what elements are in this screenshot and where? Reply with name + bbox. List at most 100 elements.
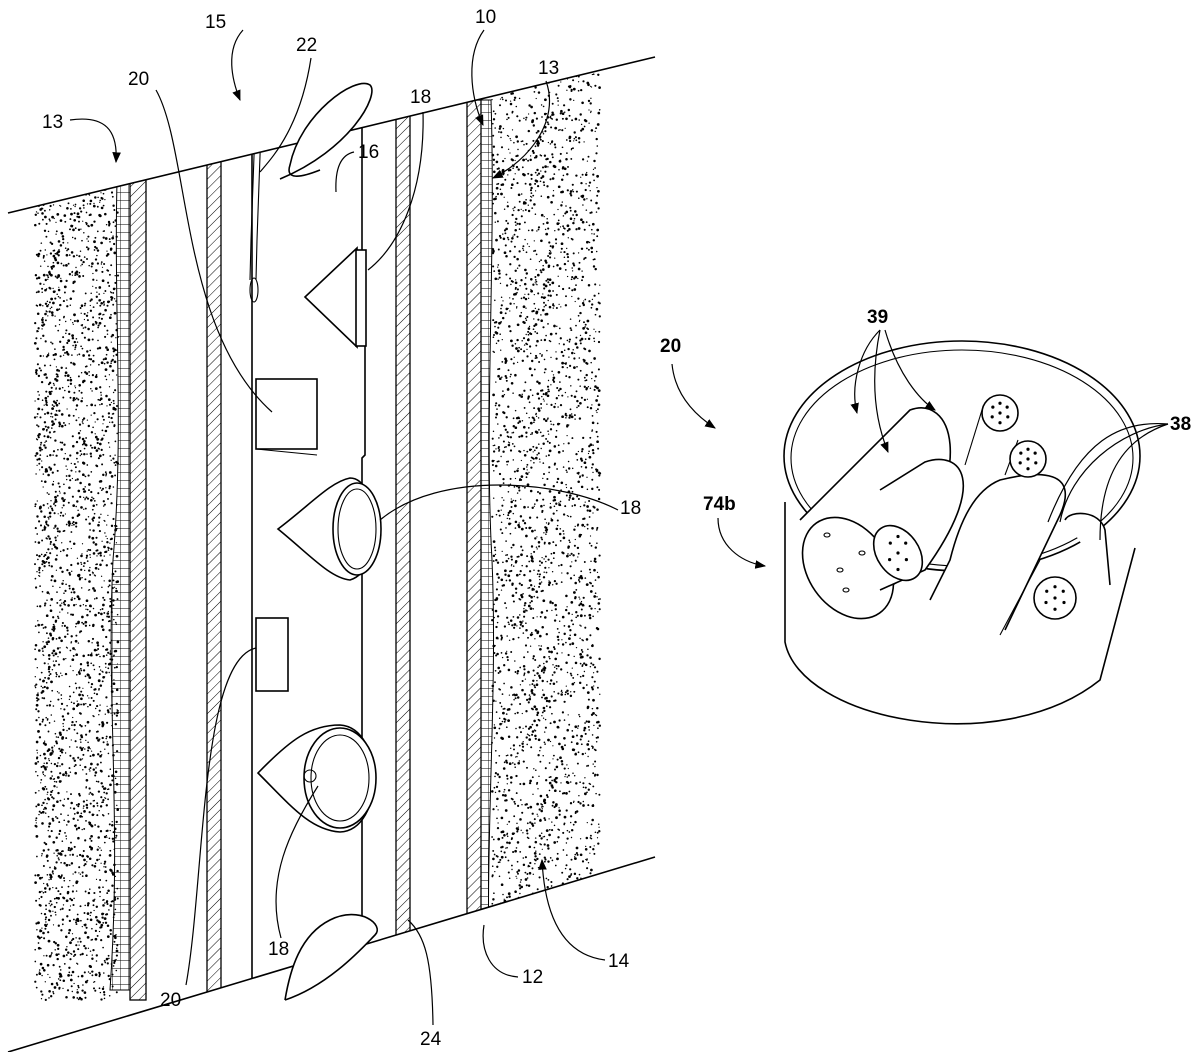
stipple-dot [515, 727, 517, 730]
stipple-dot [562, 354, 565, 357]
stipple-dot [503, 664, 506, 667]
stipple-dot [43, 912, 47, 916]
stipple-dot [499, 98, 502, 100]
stipple-dot [38, 574, 40, 577]
stipple-dot [87, 589, 90, 591]
stipple-dot [33, 416, 37, 419]
stipple-dot [508, 762, 512, 766]
stipple-dot [504, 602, 507, 605]
stipple-dot [57, 448, 59, 451]
stipple-dot [501, 723, 503, 725]
stipple-dot [492, 202, 494, 205]
stipple-dot [93, 163, 96, 166]
stipple-dot [595, 331, 597, 333]
stipple-dot [499, 528, 502, 531]
stipple-dot [559, 159, 561, 161]
stipple-dot [577, 480, 580, 484]
stipple-dot [524, 268, 527, 272]
stipple-dot [96, 262, 100, 265]
stipple-dot [591, 421, 595, 425]
stipple-dot [82, 275, 85, 277]
stipple-dot [591, 404, 593, 406]
stipple-dot [535, 155, 538, 158]
stipple-dot [558, 807, 560, 809]
stipple-dot [588, 455, 592, 459]
stipple-dot [56, 691, 59, 693]
stipple-dot [43, 561, 46, 564]
stipple-dot [82, 199, 85, 202]
stipple-dot [578, 576, 581, 579]
stipple-dot [497, 423, 499, 425]
stipple-dot [577, 552, 580, 555]
stipple-dot [519, 782, 522, 786]
stipple-dot [578, 141, 581, 144]
stipple-dot [598, 830, 601, 833]
stipple-dot [49, 204, 52, 208]
stipple-dot [44, 302, 48, 306]
stipple-dot [515, 279, 517, 281]
stipple-dot [76, 703, 80, 706]
stipple-dot [505, 607, 508, 609]
stipple-dot [104, 198, 106, 201]
stipple-dot [516, 85, 520, 89]
stipple-dot [493, 853, 496, 856]
stipple-dot [93, 692, 96, 695]
stipple-dot [80, 741, 82, 743]
stipple-dot [568, 287, 571, 290]
stipple-dot [54, 732, 57, 735]
stipple-dot [597, 389, 601, 392]
stipple-dot [496, 826, 500, 830]
stipple-dot [494, 197, 497, 201]
stipple-dot [532, 283, 535, 286]
stipple-dot [49, 252, 53, 255]
stipple-dot [558, 303, 560, 306]
stipple-dot [55, 736, 58, 738]
stipple-dot [90, 682, 94, 686]
stipple-dot [94, 973, 98, 977]
stipple-dot [88, 787, 91, 790]
stipple-dot [499, 994, 501, 997]
stipple-dot [573, 357, 576, 360]
stipple-dot [498, 437, 500, 439]
stipple-dot [548, 657, 551, 660]
stipple-dot [86, 464, 89, 466]
stipple-dot [565, 842, 568, 844]
stipple-dot [98, 672, 101, 676]
stipple-dot [577, 471, 580, 474]
stipple-dot [538, 853, 541, 855]
stipple-dot [74, 387, 77, 389]
stipple-dot [105, 792, 108, 795]
stipple-dot [62, 504, 65, 507]
stipple-dot [575, 213, 578, 217]
stipple-dot [495, 805, 498, 808]
stipple-dot [116, 174, 119, 178]
stipple-dot [75, 408, 77, 411]
stipple-dot [561, 639, 563, 641]
stipple-dot [554, 126, 558, 130]
stipple-dot [77, 228, 81, 231]
stipple-dot [54, 495, 57, 499]
stipple-dot [521, 393, 523, 396]
stipple-dot [86, 190, 89, 192]
stipple-dot [512, 637, 515, 641]
stipple-dot [497, 672, 500, 674]
stipple-dot [555, 332, 558, 335]
stipple-dot [596, 123, 600, 126]
stipple-dot [554, 699, 557, 702]
stipple-dot [514, 221, 517, 224]
stipple-dot [493, 724, 496, 726]
stipple-dot [107, 585, 110, 588]
stipple-dot [504, 157, 506, 160]
stipple-dot [89, 837, 92, 840]
stipple-dot [62, 396, 65, 399]
stipple-dot [38, 457, 41, 461]
stipple-dot [83, 318, 86, 321]
stipple-dot [98, 293, 101, 295]
stipple-dot [533, 550, 536, 553]
stipple-dot [61, 621, 64, 625]
stipple-dot [557, 228, 560, 231]
stipple-dot [530, 906, 533, 909]
stipple-dot [597, 929, 599, 931]
stipple-dot [510, 703, 513, 706]
stipple-dot [85, 926, 88, 929]
